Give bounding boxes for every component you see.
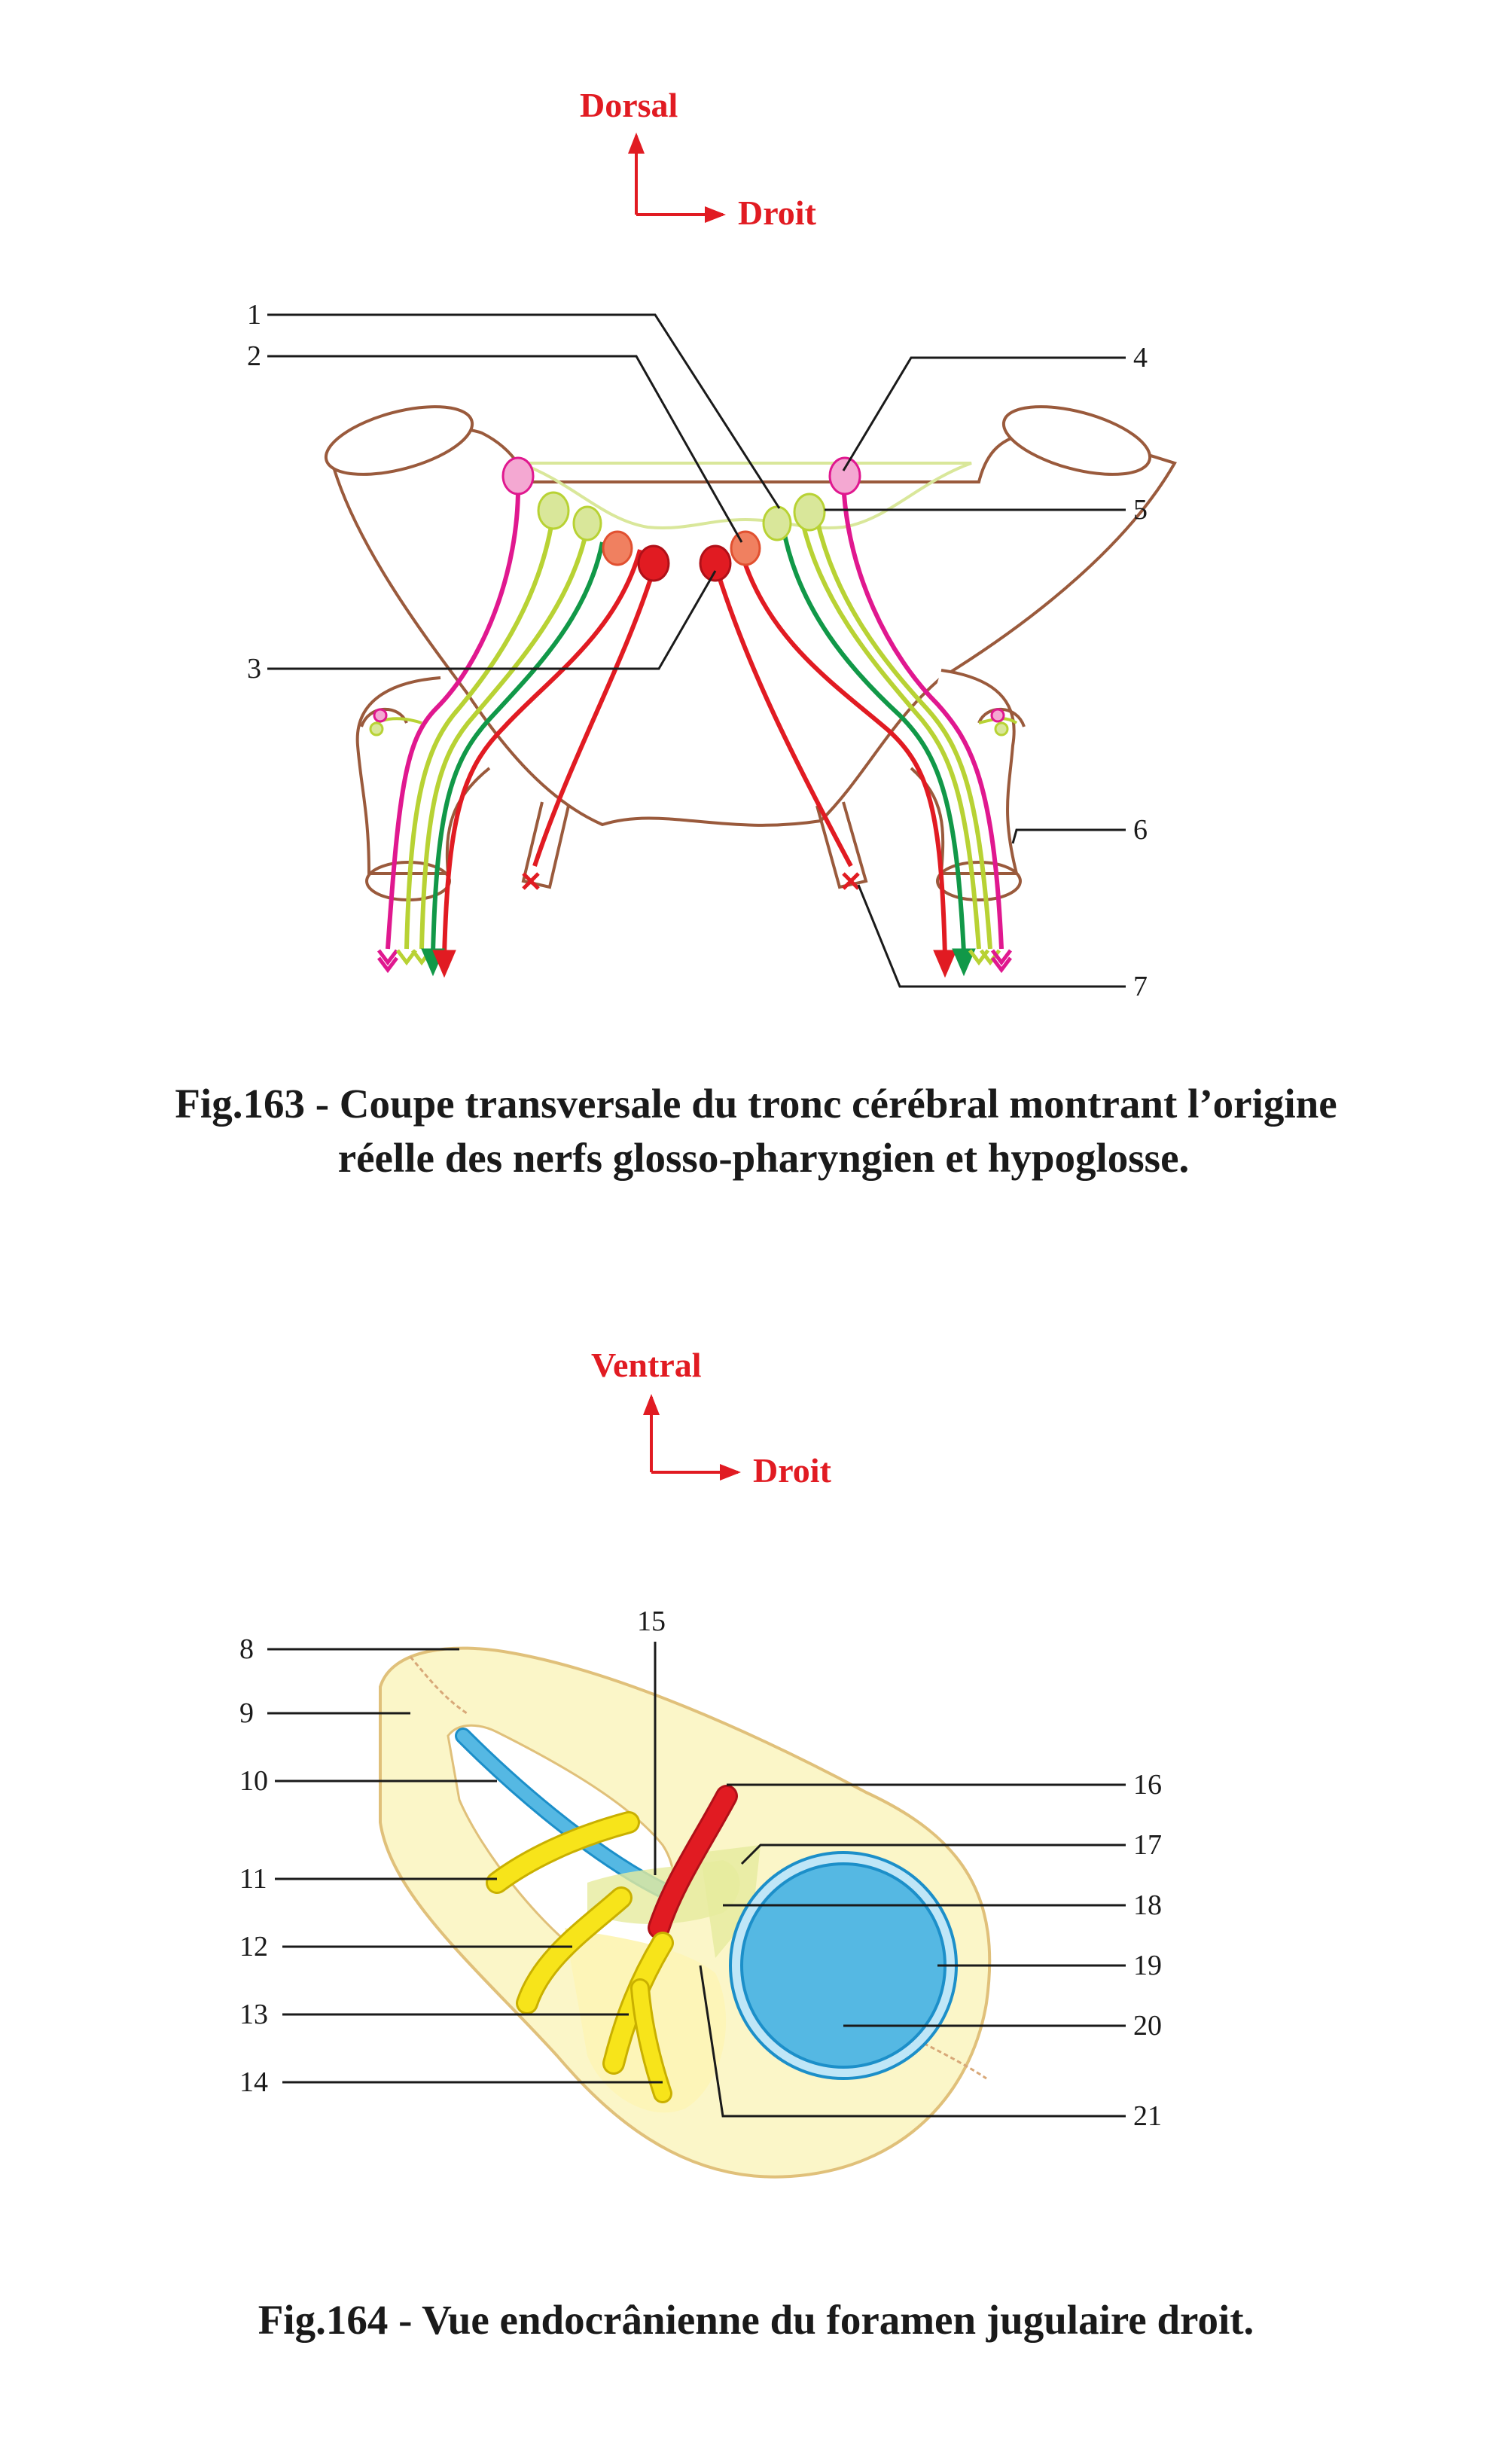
pink-fibre-right	[841, 481, 1004, 950]
label-2: 2	[247, 340, 261, 372]
salmon-nucleus-right	[730, 530, 761, 566]
label-7: 7	[1133, 971, 1148, 1002]
jugular-bulb	[740, 1862, 947, 2069]
label-16: 16	[1133, 1769, 1162, 1801]
label-12: 12	[239, 1931, 268, 1962]
red-nucleus-right	[699, 544, 732, 582]
darkgreen-fibre-left	[431, 541, 605, 953]
fig163-caption-line2: réelle des nerfs glosso-pharyngien et hy…	[337, 1135, 1190, 1181]
label-15: 15	[637, 1606, 666, 1637]
red-nucleus-left	[637, 544, 670, 582]
lightgreen-nucleus-left-1	[537, 491, 570, 530]
right-direction-label-2: Droit	[753, 1451, 832, 1490]
lightgreen-nucleus-right-1	[762, 505, 792, 541]
label-14: 14	[239, 2066, 268, 2098]
fig164-caption: Fig.164 - Vue endocrânienne du foramen j…	[258, 2297, 1254, 2343]
label-8: 8	[239, 1633, 254, 1665]
label-4: 4	[1133, 342, 1148, 374]
label-1: 1	[247, 299, 261, 331]
fig163-caption-line1: Fig.163 - Coupe transversale du tronc cé…	[175, 1081, 1337, 1127]
pink-fibre-left	[386, 481, 521, 950]
label-10: 10	[239, 1765, 268, 1797]
ventricle-floor	[519, 462, 972, 529]
red-fibre-left-2	[532, 564, 657, 867]
lightgreen-nucleus-right-2	[793, 493, 826, 532]
red-fibre-right-2	[739, 553, 947, 957]
fig163-fibre-ends	[377, 872, 1012, 978]
darkgreen-fibre-right	[781, 526, 966, 953]
lightgreen-fibre-left-1	[404, 511, 556, 950]
lightgreen-fibre-right-2	[815, 519, 992, 950]
label-17: 17	[1133, 1829, 1162, 1861]
pink-nucleus-left	[501, 456, 535, 496]
lightgreen-fibre-left-2	[419, 526, 590, 950]
red-fibre-right-1	[713, 564, 853, 868]
label-18: 18	[1133, 1889, 1162, 1921]
fig163-labels: 1 2 3 4 5 6 7	[247, 299, 1148, 1002]
fig163-orientation: Dorsal Droit	[580, 86, 817, 232]
lightgreen-nucleus-left-2	[572, 505, 602, 541]
red-fibre-left-1	[442, 549, 642, 957]
ventral-direction-label: Ventral	[591, 1346, 702, 1384]
fig163-caption: Fig.163 - Coupe transversale du tronc cé…	[0, 1077, 1512, 1185]
jugular-foramen	[379, 1646, 992, 2179]
label-5: 5	[1133, 494, 1148, 526]
label-20: 20	[1133, 2010, 1162, 2042]
fig164-labels: 8 9 10 11 12 13 14 15 16 17 18 19 20 21	[239, 1606, 1162, 2132]
dorsal-direction-label: Dorsal	[580, 86, 678, 124]
right-direction-label: Droit	[738, 194, 817, 232]
fig163-leaders	[267, 313, 1126, 988]
label-9: 9	[239, 1697, 254, 1729]
label-13: 13	[239, 1999, 268, 2030]
fig164-leaders	[267, 1642, 1126, 2118]
label-19: 19	[1133, 1950, 1162, 1981]
label-21: 21	[1133, 2100, 1162, 2132]
fig163-nerve-fibres	[376, 481, 1018, 957]
fig164-orientation: Ventral Droit	[591, 1346, 832, 1490]
label-3: 3	[247, 653, 261, 685]
pink-nucleus-right	[828, 456, 861, 496]
label-6: 6	[1133, 814, 1148, 846]
salmon-nucleus-left	[602, 530, 633, 566]
label-11: 11	[239, 1863, 267, 1895]
lightgreen-fibre-right-1	[800, 519, 981, 950]
